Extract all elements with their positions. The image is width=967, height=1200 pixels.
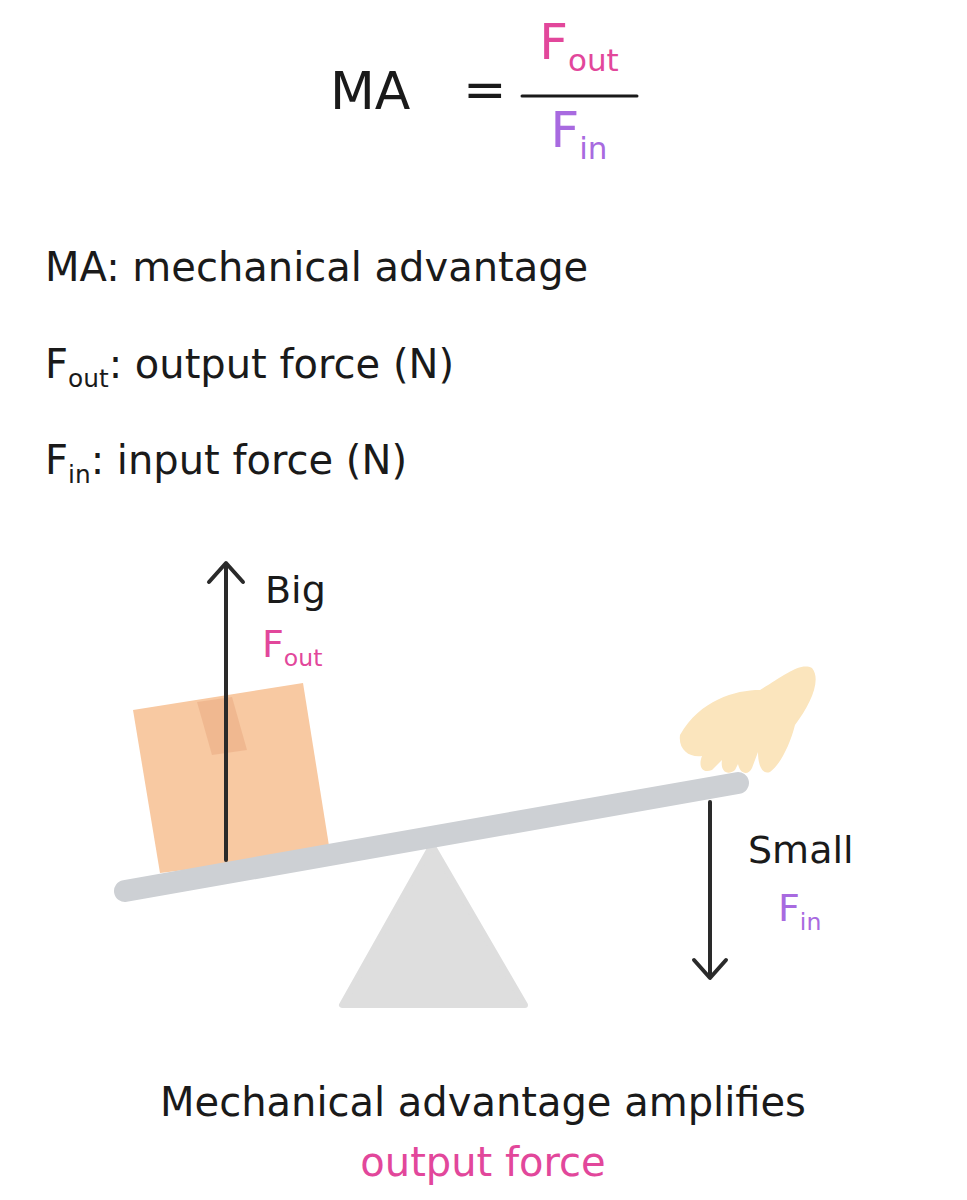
text-group: Fout: output force (N) bbox=[45, 340, 454, 388]
hand bbox=[680, 667, 816, 773]
text-group: Small bbox=[748, 828, 854, 874]
box bbox=[133, 683, 330, 873]
label-text: : input force (N) bbox=[91, 437, 407, 483]
label-text: output force bbox=[360, 1139, 605, 1185]
subscript: in bbox=[68, 460, 91, 489]
label-text: F bbox=[45, 437, 68, 483]
label-text: Big bbox=[265, 568, 326, 612]
output-force-arrow bbox=[224, 566, 228, 860]
label-text: F bbox=[539, 13, 568, 71]
label-text: F bbox=[550, 101, 579, 159]
text-group: MA: mechanical advantage bbox=[45, 243, 588, 291]
text-group: MA bbox=[330, 60, 410, 122]
subscript: in bbox=[579, 130, 607, 166]
subscript: out bbox=[284, 644, 323, 672]
label-text: MA: mechanical advantage bbox=[45, 244, 588, 290]
text-group: Fout bbox=[539, 12, 619, 72]
subscript: out bbox=[568, 42, 619, 78]
text-group: Fin: input force (N) bbox=[45, 436, 407, 484]
label-text: F bbox=[262, 622, 284, 666]
lever-plank bbox=[125, 783, 738, 891]
text-group: Big bbox=[265, 568, 326, 614]
label-text: F bbox=[45, 341, 68, 387]
box-tape bbox=[197, 697, 247, 755]
arrowhead bbox=[209, 563, 243, 582]
text-group: output force bbox=[360, 1138, 605, 1186]
text-group: Fin bbox=[550, 100, 607, 160]
label-text: Small bbox=[748, 828, 854, 872]
input-force-arrow bbox=[708, 802, 712, 976]
label-text: MA bbox=[330, 61, 410, 121]
label-text: = bbox=[463, 59, 507, 119]
label-text: : output force (N) bbox=[109, 341, 454, 387]
subscript: out bbox=[68, 364, 109, 393]
text-group: Fin bbox=[778, 886, 821, 932]
text-group: = bbox=[463, 58, 507, 120]
text-group: Mechanical advantage amplifies bbox=[160, 1078, 806, 1126]
label-text: Mechanical advantage amplifies bbox=[160, 1079, 806, 1125]
subscript: in bbox=[800, 908, 821, 936]
label-text: F bbox=[778, 886, 800, 930]
text-group: Fout bbox=[262, 622, 322, 668]
arrowhead bbox=[694, 960, 726, 978]
fulcrum bbox=[342, 845, 525, 1005]
fraction-bar bbox=[522, 95, 637, 98]
